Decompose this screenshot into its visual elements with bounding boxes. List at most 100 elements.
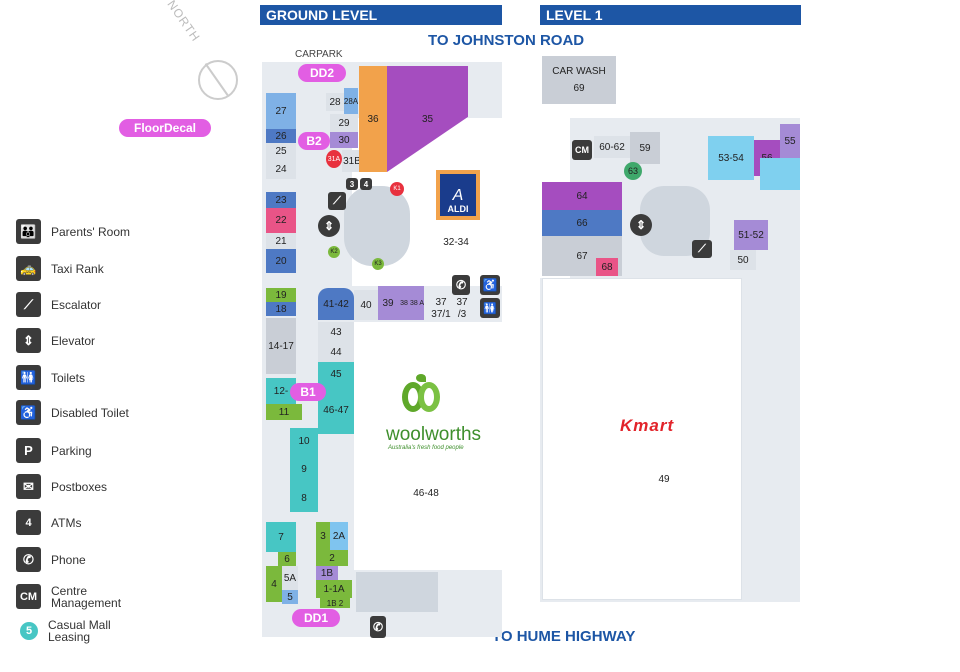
carpark-label: CARPARK [295, 49, 343, 60]
aldi-logo-frame[interactable]: A ALDI [436, 170, 480, 220]
store-10[interactable]: 10 [290, 428, 318, 454]
store-37-3[interactable]: /3 [457, 308, 467, 320]
disabled-toilet-icon[interactable]: ♿ [480, 275, 500, 295]
store-49[interactable]: 49 [658, 473, 670, 485]
store-1b[interactable]: 1B [316, 566, 338, 580]
store-1-1a[interactable]: 1-1A [316, 580, 352, 598]
store-18[interactable]: 18 [266, 302, 296, 316]
store-21[interactable]: 21 [266, 233, 296, 249]
store-38[interactable]: 38 [398, 286, 410, 320]
store-26[interactable]: 26 [266, 129, 296, 143]
store-2a[interactable]: 2A [330, 522, 348, 550]
store-30[interactable]: 30 [330, 132, 358, 148]
store-4[interactable]: 4 [266, 566, 282, 602]
store-45[interactable]: 45 [318, 362, 354, 386]
store-24[interactable]: 24 [266, 159, 296, 179]
store-31a[interactable]: 31A [326, 150, 342, 168]
store-39[interactable]: 39 [378, 286, 398, 320]
store-25[interactable]: 25 [266, 143, 296, 159]
kiosk-k1[interactable]: K1 [390, 182, 404, 196]
entrance-b1[interactable]: B1 [290, 383, 326, 401]
store-44[interactable]: 44 [318, 342, 354, 362]
centre-management-icon: CM [16, 584, 41, 609]
store-5a[interactable]: 5A [282, 566, 298, 590]
store-64[interactable]: 64 [542, 182, 622, 210]
woolworths-store[interactable] [354, 322, 502, 570]
store-32-34[interactable]: 32-34 [443, 236, 469, 248]
atm-icon[interactable]: 3 [346, 178, 358, 190]
entrance-dd1[interactable]: DD1 [292, 609, 340, 627]
level1-header: LEVEL 1 [540, 5, 801, 25]
store-43[interactable]: 43 [318, 322, 354, 342]
store-3[interactable]: 3 [316, 522, 330, 550]
store-19[interactable]: 19 [266, 288, 296, 302]
parents-room-icon: 👪 [16, 219, 41, 244]
kmart-store[interactable] [542, 278, 742, 600]
store-68[interactable]: 68 [596, 258, 618, 276]
store-28[interactable]: 28 [326, 93, 344, 111]
woolworths-logo-text: woolworths [386, 424, 482, 445]
store-14-17[interactable]: 14-17 [266, 318, 296, 374]
store-36[interactable]: 36 [359, 66, 387, 172]
store-40[interactable]: 40 [354, 290, 378, 320]
store-20[interactable]: 20 [266, 249, 296, 273]
legend-item: CM Centre Management [16, 584, 131, 609]
store-7[interactable]: 7 [266, 522, 296, 552]
store-37-b[interactable]: 37 [456, 296, 468, 308]
legend-item: 👪 Parents' Room [16, 219, 130, 244]
store-27[interactable]: 27 [266, 93, 296, 129]
store-28a[interactable]: 28A [344, 88, 358, 114]
kiosk-k3[interactable]: K3 [372, 258, 384, 270]
store-51-52[interactable]: 51-52 [734, 220, 768, 250]
escalator-icon[interactable]: ⟋ [692, 240, 712, 258]
phone-icon[interactable]: ✆ [370, 616, 386, 638]
floor-decal-badge[interactable]: FloorDecal [119, 119, 211, 137]
store-9[interactable]: 9 [290, 454, 318, 484]
elevator-icon[interactable]: ⇕ [630, 214, 652, 236]
store-38a[interactable]: 38 A [410, 286, 424, 320]
store-41-42[interactable]: 41-42 [318, 288, 354, 320]
atm-icon: 4 [16, 510, 41, 535]
store-66[interactable]: 66 [542, 210, 622, 236]
store-53-54[interactable]: 53-54 [708, 136, 754, 180]
store-59[interactable]: 59 [630, 132, 660, 164]
store-60-62[interactable]: 60-62 [594, 136, 630, 158]
toilets-icon[interactable]: 🚻 [480, 298, 500, 318]
store-63[interactable]: 63 [624, 162, 642, 180]
store-29[interactable]: 29 [330, 114, 358, 132]
kiosk-k2[interactable]: K2 [328, 246, 340, 258]
centre-management-icon[interactable]: CM [572, 140, 592, 160]
store-31b[interactable]: 31B [342, 150, 362, 172]
legend-label: Taxi Rank [51, 261, 104, 276]
phone-icon[interactable]: ✆ [452, 275, 470, 295]
road-label-bottom: TO HUME HIGHWAY [492, 628, 636, 645]
store-50[interactable]: 50 [730, 250, 756, 270]
store-69[interactable]: CAR WASH 69 [542, 56, 616, 104]
store-6[interactable]: 6 [278, 552, 296, 566]
escalator-icon[interactable]: ⟋ [328, 192, 346, 210]
store-8[interactable]: 8 [290, 484, 318, 512]
legend-label: Elevator [51, 333, 96, 348]
elevator-icon[interactable]: ⇕ [318, 215, 340, 237]
postbox-icon: ✉ [16, 474, 41, 499]
entrance-dd2[interactable]: DD2 [298, 64, 346, 82]
store-5[interactable]: 5 [282, 590, 298, 604]
store-2[interactable]: 2 [316, 550, 348, 566]
store-1b-2[interactable]: 1B 2 [320, 598, 350, 608]
store-46-48[interactable]: 46-48 [413, 487, 439, 499]
store-11[interactable]: 11 [266, 404, 302, 420]
elevator-icon: ⇕ [16, 328, 41, 353]
store-22[interactable]: 22 [266, 208, 296, 233]
aldi-logo-text: ALDI [447, 204, 469, 214]
entrance-b2[interactable]: B2 [298, 132, 330, 150]
store-37[interactable]: 37 [435, 296, 447, 308]
legend-label: Parents' Room [51, 224, 130, 239]
car-wash-label: CAR WASH [552, 66, 606, 77]
woolworths-logo-icon [402, 374, 444, 422]
atm-icon[interactable]: 4 [360, 178, 372, 190]
store-55[interactable]: 55 [780, 124, 800, 158]
store-23[interactable]: 23 [266, 192, 296, 208]
store-37-1[interactable]: 37/1 [431, 308, 451, 320]
legend-label: Centre Management [51, 583, 122, 610]
